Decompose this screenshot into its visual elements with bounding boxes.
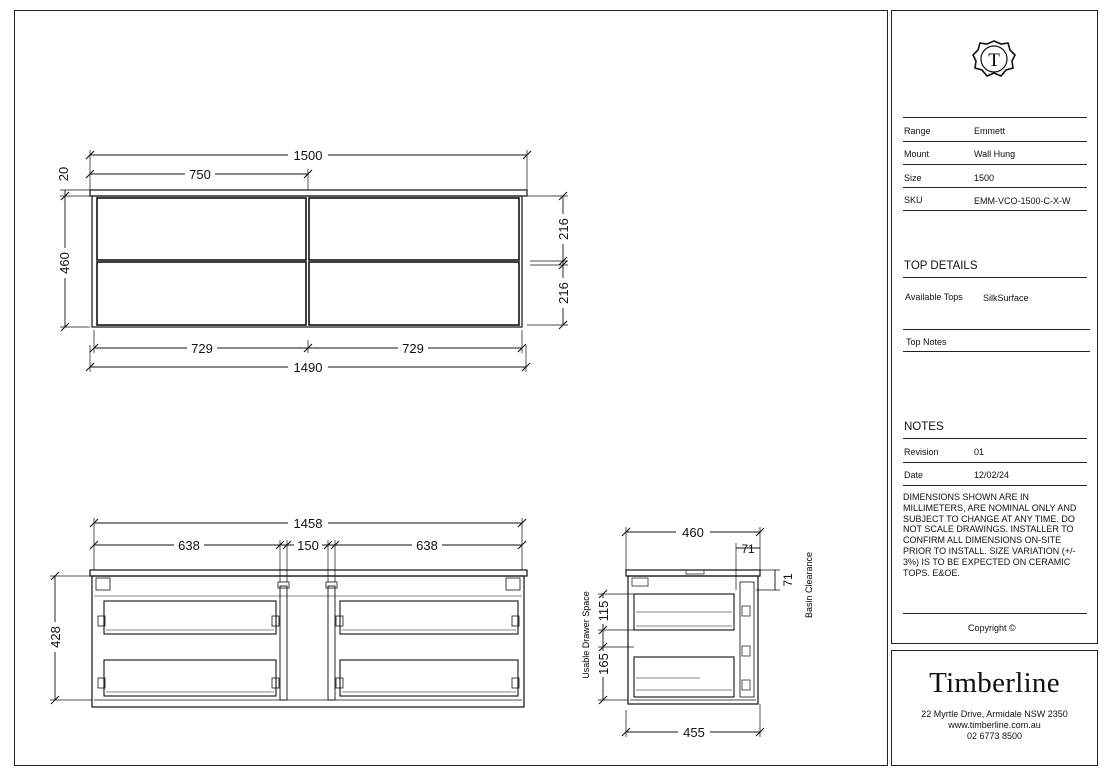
size-label: Size <box>904 173 922 183</box>
usable-drawer-space-label: Usable Drawer Space <box>581 591 591 679</box>
dim-drawer-left: 638 <box>178 538 200 553</box>
copyright-notice: Copyright © <box>968 623 1016 633</box>
dim-upper-space: 115 <box>596 601 611 622</box>
company-website: www.timberline.com.au <box>948 720 1041 730</box>
divider <box>903 187 1087 188</box>
front-view-dimensions: 1500 750 20 460 216 216 729 729 1490 <box>56 147 571 375</box>
sku-value: EMM-VCO-1500-C-X-W <box>974 196 1071 206</box>
dim-height: 460 <box>57 252 72 274</box>
sku-label: SKU <box>904 195 923 205</box>
divider <box>903 329 1090 330</box>
drawing-area <box>14 10 888 766</box>
range-label: Range <box>904 126 931 136</box>
logo-letter: T <box>988 50 1000 71</box>
divider <box>903 164 1087 165</box>
notes-heading: NOTES <box>904 421 944 433</box>
company-name: Timberline <box>929 667 1060 699</box>
dim-door-left: 729 <box>191 341 213 356</box>
divider <box>903 210 1087 211</box>
revision-value: 01 <box>974 447 985 457</box>
dim-drawer-upper: 216 <box>556 218 571 240</box>
dim-internal-width: 1458 <box>294 516 323 531</box>
dim-offset-top: 71 <box>741 542 755 556</box>
divider <box>903 462 1087 463</box>
divider <box>903 485 1087 486</box>
company-address: 22 Myrtle Drive, Armidale NSW 2350 <box>921 709 1068 719</box>
notes-text: DIMENSIONS SHOWN ARE IN MILLIMETERS, ARE… <box>903 492 1077 578</box>
interior-view-dimensions: 1458 638 150 638 428 <box>47 515 442 652</box>
company-phone: 02 6773 8500 <box>966 731 1023 741</box>
dim-carcass-width: 1490 <box>294 360 323 375</box>
range-value: Emmett <box>974 126 1006 136</box>
dim-drawer-lower: 216 <box>556 282 571 304</box>
timberline-monogram-icon: T <box>972 40 1016 77</box>
top-notes-label: Top Notes <box>906 337 947 347</box>
mount-label: Mount <box>904 149 930 159</box>
divider <box>903 277 1087 278</box>
company-block <box>891 650 1098 766</box>
side-view-dimensions: 460 71 71 115 165 455 Usable Drawer Spac… <box>581 524 814 740</box>
dim-top-thickness: 20 <box>56 167 71 181</box>
date-value: 12/02/24 <box>974 470 1010 480</box>
divider <box>903 117 1087 118</box>
revision-label: Revision <box>904 447 939 457</box>
dim-lower-space: 165 <box>596 653 611 675</box>
dim-drawer-right: 638 <box>416 538 438 553</box>
divider <box>903 613 1087 614</box>
dim-depth: 460 <box>682 525 704 540</box>
dim-offset-side: 71 <box>781 573 795 587</box>
divider <box>903 351 1090 352</box>
interior-view <box>50 518 528 708</box>
dim-base-depth: 455 <box>683 725 705 740</box>
available-tops-label: Available Tops <box>905 292 963 302</box>
side-view <box>598 527 780 737</box>
mount-value: Wall Hung <box>974 149 1016 159</box>
date-label: Date <box>904 470 924 480</box>
dim-door-right: 729 <box>402 341 424 356</box>
available-tops-value: SilkSurface <box>983 293 1029 303</box>
dim-gap: 150 <box>297 538 319 553</box>
title-block <box>891 10 1098 644</box>
dim-internal-height: 428 <box>48 626 63 648</box>
divider <box>903 438 1087 439</box>
dim-half-width: 750 <box>189 167 211 182</box>
divider <box>903 141 1087 142</box>
size-value: 1500 <box>974 173 995 183</box>
top-details-heading: TOP DETAILS <box>904 260 978 272</box>
basin-clearance-label: Basin Clearance <box>804 552 814 618</box>
front-view <box>60 150 568 372</box>
dim-overall-width: 1500 <box>294 148 323 163</box>
